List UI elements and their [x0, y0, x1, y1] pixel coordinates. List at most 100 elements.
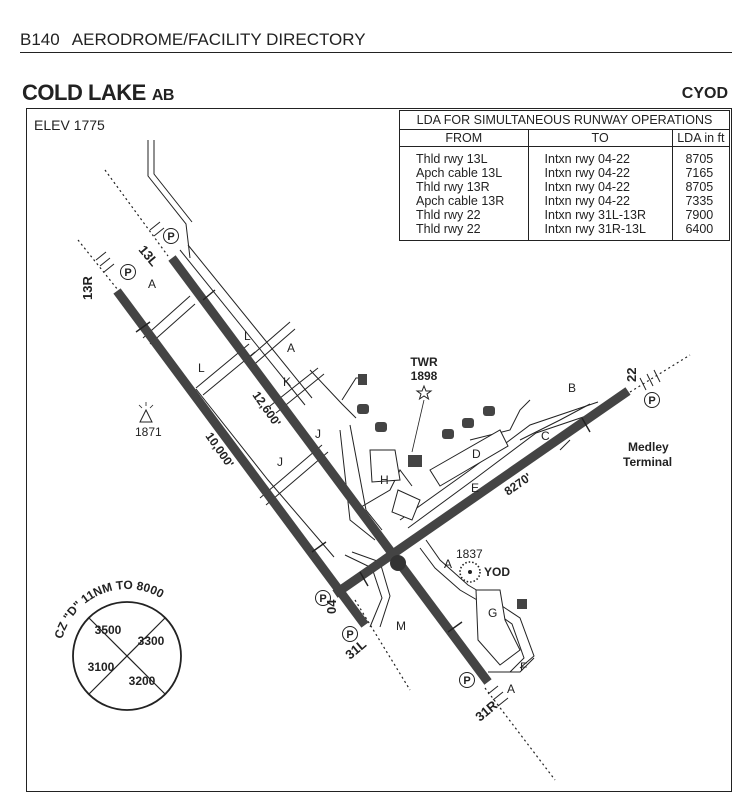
- runway-end-31R: 31R: [472, 697, 500, 724]
- page-header: B140 AERODROME/FACILITY DIRECTORY: [20, 30, 366, 50]
- navaid-icon: [459, 561, 481, 583]
- taxiway-label: M: [396, 619, 406, 633]
- lda-value: 7165: [671, 166, 731, 180]
- runway-13L-31R: [168, 255, 492, 685]
- taxiway-labels: A A A A B C D E F G H J J K L L M: [148, 277, 576, 696]
- navaid-ident: YOD: [484, 565, 510, 579]
- taxiway-label: A: [444, 557, 452, 571]
- runway-13R-31L: [113, 288, 369, 628]
- taxiway-label: H: [380, 473, 389, 487]
- taxiway-label: J: [277, 455, 283, 469]
- lda-to: Intxn rwy 31L-13R: [527, 208, 673, 222]
- runway-end-04: 04: [324, 599, 339, 614]
- directory-title: AERODROME/FACILITY DIRECTORY: [71, 30, 366, 49]
- control-zone-circle: [72, 601, 182, 711]
- parking-symbols: P P P P P P: [120, 228, 660, 688]
- lda-from: Apch cable 13L: [399, 166, 529, 180]
- aerodrome-name: COLD LAKE AB: [22, 80, 174, 106]
- lda-from: Thld rwy 22: [399, 222, 529, 241]
- obstacle: 1871: [135, 402, 162, 439]
- lda-from: Apch cable 13R: [399, 194, 529, 208]
- lda-value: 6400: [671, 222, 731, 241]
- lda-from: Thld rwy 22: [399, 208, 529, 222]
- cz-quadrant-ne: 3300: [138, 634, 165, 648]
- svg-text:P: P: [648, 395, 655, 407]
- cz-quadrant-se: 3200: [129, 674, 156, 688]
- aerodrome-ident: CYOD: [681, 85, 728, 102]
- taxiway-label: E: [471, 481, 479, 495]
- aerodrome-city: COLD LAKE: [22, 80, 146, 105]
- lda-col-lda: LDA in ft: [671, 129, 731, 147]
- lda-col-to: TO: [527, 129, 673, 147]
- runway-04-22: [332, 387, 631, 598]
- taxiway-label: L: [244, 329, 251, 343]
- lda-value: 8705: [671, 146, 731, 166]
- taxiway-label: D: [472, 447, 481, 461]
- lda-to: Intxn rwy 04-22: [527, 166, 673, 180]
- parking-icon: P: [120, 264, 136, 280]
- aerodrome-province: AB: [151, 87, 175, 104]
- obstacle-height: 1871: [135, 425, 162, 439]
- svg-text:P: P: [346, 629, 353, 641]
- tower-star-icon: [415, 384, 433, 401]
- aerodrome-elevation: ELEV 1775: [34, 117, 105, 133]
- lda-value: 7900: [671, 208, 731, 222]
- control-zone: CZ "D" 11NM TO 8000 3500 3300 3100 3200: [51, 578, 182, 711]
- tower-label: TWR: [410, 355, 438, 369]
- svg-text:P: P: [463, 675, 470, 687]
- lda-from: Thld rwy 13L: [399, 146, 529, 166]
- parking-icon: P: [644, 392, 660, 408]
- parking-icon: P: [342, 626, 358, 642]
- taxiway-label: A: [507, 682, 515, 696]
- taxiway-label: K: [283, 375, 291, 389]
- diagram-frame: [26, 108, 732, 792]
- cz-quadrant-sw: 3100: [88, 660, 115, 674]
- header-rule: [20, 52, 732, 53]
- taxiway-label: B: [568, 381, 576, 395]
- taxiway-label: L: [198, 361, 205, 375]
- medley-terminal: Medley Terminal: [623, 440, 672, 469]
- runway-end-22: 22: [624, 368, 639, 382]
- control-tower: TWR 1898: [410, 355, 438, 453]
- lda-value: 7335: [671, 194, 731, 208]
- runway-intersection: [390, 555, 406, 571]
- obstacle-icon: [139, 408, 153, 423]
- centerline-extensions: [77, 169, 691, 781]
- runway-end-13R: 13R: [80, 276, 95, 300]
- lda-to: Intxn rwy 04-22: [527, 146, 673, 166]
- runways: [113, 255, 631, 685]
- svg-text:P: P: [319, 593, 326, 605]
- taxiway-label: G: [488, 606, 497, 620]
- terminal-line1: Medley: [628, 440, 669, 454]
- apron-areas: [369, 429, 521, 666]
- runway-end-13L: 13L: [136, 242, 162, 269]
- lda-table: LDA FOR SIMULTANEOUS RUNWAY OPERATIONS F…: [399, 110, 731, 241]
- lda-table-title: LDA FOR SIMULTANEOUS RUNWAY OPERATIONS: [399, 110, 730, 130]
- taxiway-label: A: [148, 277, 156, 291]
- taxiway-label: J: [315, 427, 321, 441]
- svg-text:P: P: [167, 231, 174, 243]
- runway-end-labels: 13R 13L 04 31L 31R 22: [80, 242, 639, 724]
- navaid-elevation: 1837: [456, 547, 483, 561]
- svg-text:P: P: [124, 267, 131, 279]
- parking-icon: P: [459, 672, 475, 688]
- arresting-cables: [135, 289, 591, 633]
- lda-to: Intxn rwy 04-22: [527, 194, 673, 208]
- cz-quadrant-nw: 3500: [95, 623, 122, 637]
- terminal-line2: Terminal: [623, 455, 672, 469]
- parking-icon: P: [163, 228, 179, 244]
- lda-to: Intxn rwy 04-22: [527, 180, 673, 194]
- taxiway-label: F: [520, 660, 527, 674]
- tower-height: 1898: [411, 369, 438, 383]
- approach-lights: [95, 221, 661, 707]
- buildings: [357, 374, 527, 609]
- navaid-yod: 1837 YOD: [456, 547, 510, 583]
- page-code: B140: [20, 30, 60, 49]
- lda-col-from: FROM: [399, 129, 529, 147]
- lda-to: Intxn rwy 31R-13L: [527, 222, 673, 241]
